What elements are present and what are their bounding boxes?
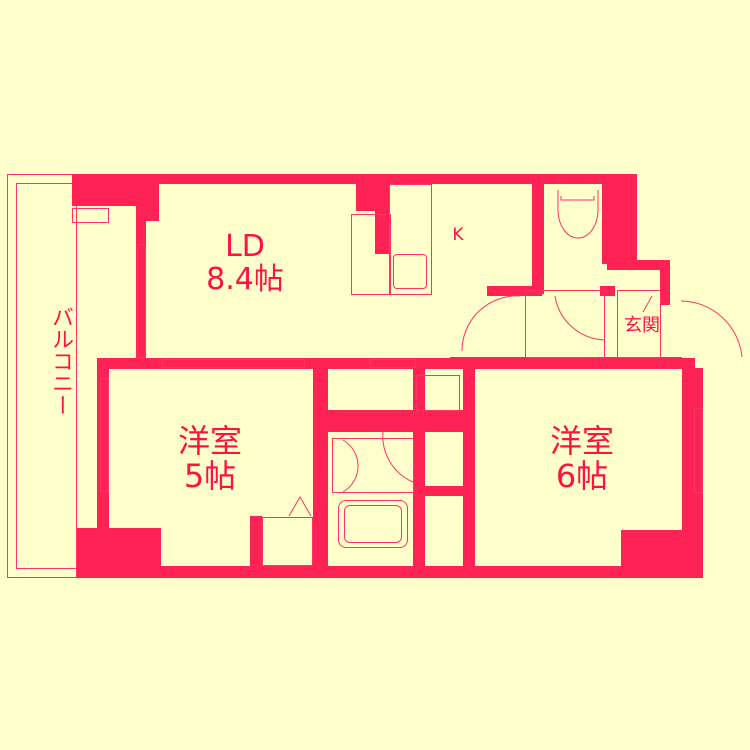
wall-bottom — [77, 566, 703, 578]
wall-ld-left-pillar — [136, 174, 159, 221]
room-size-western-5: 5帖 — [183, 457, 237, 496]
kitchen-counter-long — [389, 184, 432, 295]
wall-entrance-right — [660, 260, 670, 305]
room-label-balcony: バルコニー — [48, 306, 73, 416]
room5-window-left — [100, 378, 109, 492]
ld-window-left — [137, 244, 146, 358]
wall-storage-mid — [425, 486, 472, 496]
ld-window-bottom — [162, 359, 305, 368]
room-name-western-6: 洋室 — [549, 422, 614, 460]
entrance-box — [525, 290, 605, 358]
wall-room6-right — [682, 368, 703, 578]
entrance-step — [617, 290, 661, 358]
wall-room5-right — [313, 358, 328, 578]
wall-toilet-left — [532, 174, 544, 294]
bathtub-outer — [338, 500, 408, 548]
balcony-ac-unit — [72, 208, 109, 223]
bathtub-inner — [344, 505, 402, 543]
kitchen-sink — [393, 254, 427, 289]
wall-toilet-right-2 — [607, 260, 669, 270]
wall-middle — [97, 358, 695, 369]
washroom-basin — [416, 375, 460, 411]
room6-window-right — [694, 408, 703, 493]
wall-toilet-right — [602, 174, 637, 264]
wall-room6-corner — [621, 530, 703, 578]
wall-ld-left — [136, 221, 146, 358]
room-label-ld: LD 8.4帖 — [190, 230, 300, 296]
wall-top — [72, 174, 637, 184]
wall-entrance-bottom — [450, 357, 682, 368]
wall-toilet-bottom-2 — [600, 286, 615, 296]
room-name-western-5: 洋室 — [177, 422, 242, 460]
washroom-area — [332, 438, 414, 493]
room-size-ld: 8.4帖 — [206, 262, 284, 297]
balcony-inner-rail — [16, 183, 77, 569]
room-label-western-6: 洋室 6帖 — [532, 422, 632, 496]
kitchen-counter — [351, 214, 391, 295]
wall-closet5 — [250, 516, 262, 578]
room-label-kitchen: K — [452, 225, 464, 245]
room-size-western-6: 6帖 — [555, 457, 609, 496]
wall-bath-top — [328, 410, 463, 432]
room-label-western-5: 洋室 5帖 — [160, 422, 260, 496]
closet5 — [262, 517, 313, 566]
wall-bath-right — [413, 369, 425, 578]
room-name-ld: LD — [225, 229, 265, 264]
door-opening-hall — [370, 359, 416, 368]
room-label-entrance: 玄関 — [624, 315, 660, 336]
wall-storage-right — [463, 369, 475, 578]
wall-toilet-bottom — [487, 286, 542, 296]
